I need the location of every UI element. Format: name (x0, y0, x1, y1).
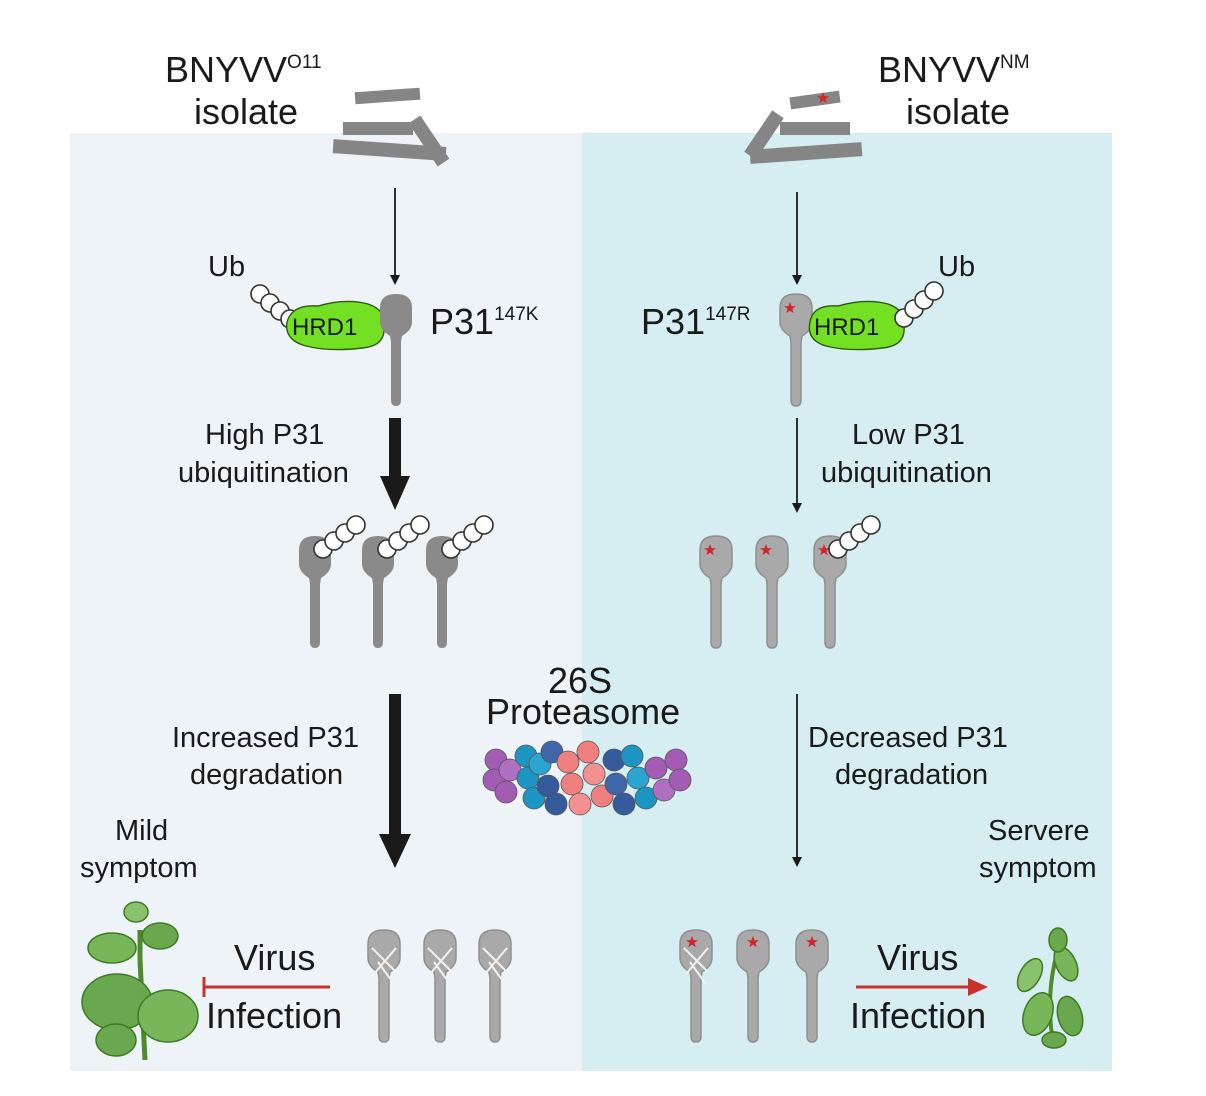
left-isolate-title: BNYVVO11 (165, 49, 322, 90)
right-ub-label: Ub (938, 251, 975, 283)
left-thick-arrow-ubiquitination (380, 418, 410, 510)
right-isolate-word: isolate (906, 91, 1010, 132)
left-ub-label: Ub (208, 251, 245, 283)
left-symptom-line1: Mild (115, 815, 168, 847)
right-degradation-line2: degradation (835, 759, 988, 791)
right-promotion-arrow (856, 978, 988, 996)
right-ubiquitination-line1: Low P31 (852, 419, 965, 451)
left-hrd1-label: HRD1 (292, 314, 357, 341)
left-plant-icon (81, 901, 199, 1061)
proteasome-line2: Proteasome (486, 691, 680, 732)
right-panel-background (582, 133, 1112, 1071)
right-virus-rod-icon (744, 90, 863, 164)
right-ubiquitination-line2: ubiquitination (821, 457, 992, 489)
left-ubiquitin-chain-icon (250, 284, 300, 329)
left-p31-label: P31147K (430, 301, 539, 342)
left-panel-background (70, 133, 582, 1071)
right-symptom-line2: symptom (979, 852, 1097, 884)
right-wilted-plant-icon (1016, 927, 1084, 1049)
right-p31-label: P31147R (641, 301, 750, 342)
right-ubiquitin-chain-icon (894, 281, 944, 328)
right-symptom-line1: Servere (988, 815, 1090, 847)
left-inhibition-arrow (202, 977, 330, 997)
left-thick-arrow-degradation (379, 694, 411, 868)
left-symptom-line2: symptom (80, 852, 198, 884)
left-infection-line2: Infection (206, 995, 342, 1036)
right-degradation-line1: Decreased P31 (808, 722, 1008, 754)
right-infection-line1: Virus (877, 937, 958, 978)
left-ubiquitination-line1: High P31 (205, 419, 324, 451)
right-infection-line2: Infection (850, 995, 986, 1036)
left-degradation-line2: degradation (190, 759, 343, 791)
left-ubiquitination-line2: ubiquitination (178, 457, 349, 489)
left-degradation-line1: Increased P31 (172, 722, 359, 754)
left-isolate-word: isolate (194, 91, 298, 132)
left-infection-line1: Virus (234, 937, 315, 978)
proteasome-icon (482, 740, 692, 816)
left-virus-rod-icon (332, 87, 450, 167)
right-hrd1-label: HRD1 (814, 314, 879, 341)
proteasome-line1: 26S (548, 660, 612, 701)
left-degraded-proteins (367, 929, 512, 1043)
right-isolate-title: BNYVVNM (878, 49, 1030, 90)
